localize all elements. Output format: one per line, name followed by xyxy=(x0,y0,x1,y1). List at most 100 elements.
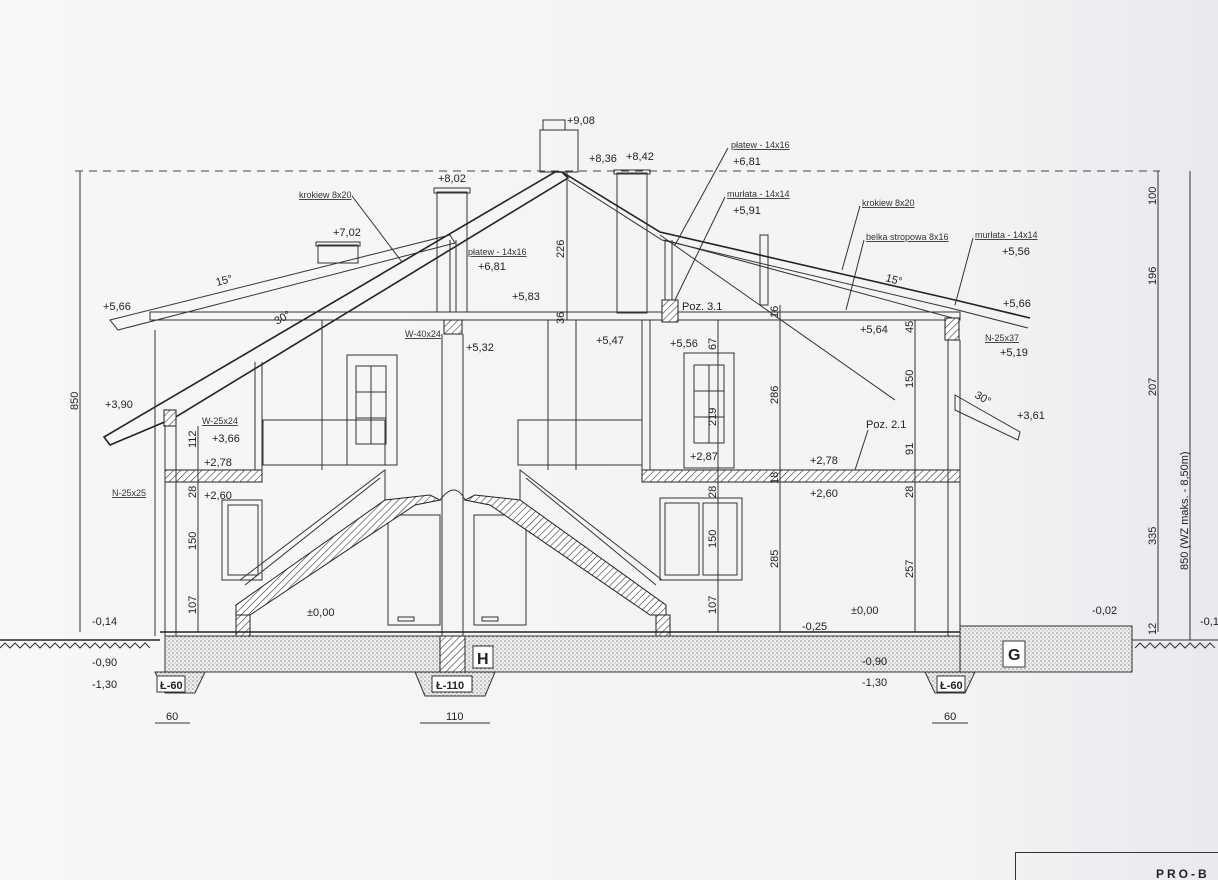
label-poz31: +5,56 xyxy=(670,338,698,350)
dimension-lines xyxy=(79,171,1191,724)
label-terrace: -0,02 xyxy=(1092,605,1117,617)
label-d107b: 107 xyxy=(707,596,719,614)
section-mark-h: H xyxy=(477,651,489,668)
label-ground-floor-right: ±0,00 xyxy=(851,605,878,617)
label-d16: 16 xyxy=(769,306,781,318)
label-eave-right-upper: +5,66 xyxy=(1003,298,1031,310)
label-wall-plate-right: murłata - 14x14 xyxy=(975,230,1038,240)
label-d91: 91 xyxy=(904,443,916,455)
label-chimney-top-main: +9,08 xyxy=(567,115,595,127)
label-found-left-bottom: -1,30 xyxy=(92,679,117,691)
member-callouts: krokiew 8x20 płatew - 14x16 płatew - 14x… xyxy=(112,140,1038,498)
label-chimney-left-tall: +8,02 xyxy=(438,173,466,185)
title-block: PRO-B xyxy=(1015,852,1218,880)
label-right-335: 335 xyxy=(1147,527,1159,545)
label-eave-left-lower: +3,90 xyxy=(105,399,133,411)
lintel-right-section xyxy=(944,317,960,341)
label-total-left: 850 xyxy=(69,392,81,410)
label-terrain-left: -0,14 xyxy=(92,616,117,628)
floor-slab-right xyxy=(641,469,961,483)
label-attic-floor: +5,83 xyxy=(512,291,540,303)
label-rafter-right: krokiew 8x20 xyxy=(862,198,915,208)
label-d150c: 150 xyxy=(904,370,916,388)
label-beam-w40: W-40x24 xyxy=(405,329,441,339)
label-right-12: 12 xyxy=(1147,623,1159,635)
label-chimney-left-low: +7,02 xyxy=(333,227,361,239)
label-floor1-center: +2,87 xyxy=(690,451,718,463)
wall-plate-center xyxy=(661,299,679,323)
footing-labels: Ł-60 Ł-110 Ł-60 xyxy=(156,675,966,693)
label-right-total: 850 (WZ maks. - 8,50m) xyxy=(1179,451,1191,570)
label-lintel-n25x25: N-25x25 xyxy=(112,488,146,498)
label-lintel-right: +5,19 xyxy=(1000,347,1028,359)
label-left-upper: 15° xyxy=(215,273,234,289)
label-d112: 112 xyxy=(187,430,199,448)
label-right-207: 207 xyxy=(1147,378,1159,396)
label-attic-level-center: +5,47 xyxy=(596,335,624,347)
label-ceiling-beam: belka stropowa 8x16 xyxy=(866,232,949,242)
label-d18: 18 xyxy=(769,472,781,484)
floor-slab-left xyxy=(164,469,263,483)
label-found-right-bottom: -1,30 xyxy=(862,677,887,689)
label-purlin-right: +6,81 xyxy=(733,156,761,168)
label-foot-center: 110 xyxy=(446,711,464,723)
label-d28b: 28 xyxy=(707,486,719,498)
footing-left-label: Ł-60 xyxy=(160,680,183,692)
label-d219: 219 xyxy=(707,408,719,426)
label-right-upper: 15° xyxy=(884,272,903,288)
label-found-right-top: -0,90 xyxy=(862,656,887,668)
label-d28c: 28 xyxy=(904,486,916,498)
chimneys xyxy=(315,119,769,314)
label-d36: 36 xyxy=(555,312,567,324)
railings xyxy=(239,419,663,586)
label-beam-right: +5,64 xyxy=(860,324,888,336)
label-foot-right: 60 xyxy=(944,711,956,723)
label-d150b: 150 xyxy=(707,530,719,548)
label-d107a: 107 xyxy=(187,596,199,614)
label-lintel-left: +3,66 xyxy=(212,433,240,445)
title-block-text: PRO-B xyxy=(1156,867,1210,880)
label-found-left-top: -0,90 xyxy=(92,657,117,669)
label-slab-right: -0,25 xyxy=(802,621,827,633)
label-floor1-left: +2,78 xyxy=(204,457,232,469)
label-d28a: 28 xyxy=(187,486,199,498)
label-d45: 45 xyxy=(904,321,916,333)
label-purlin-left: +6,81 xyxy=(478,261,506,273)
label-chimney-mid: +8,36 xyxy=(589,153,617,165)
label-lintel-n25x37: N-25x37 xyxy=(985,333,1019,343)
label-beam-w40: +5,32 xyxy=(466,342,494,354)
label-eave-left-upper: +5,66 xyxy=(103,301,131,313)
footing-center-label: Ł-110 xyxy=(436,680,464,692)
label-wall-plate-right: +5,56 xyxy=(1002,246,1030,258)
label-murlata-top: +5,91 xyxy=(733,205,761,217)
label-chimney-right: +8,42 xyxy=(626,151,654,163)
label-d286: 286 xyxy=(769,386,781,404)
dimension-values: 850 226 36 112 28 150 107 67 219 28 150 … xyxy=(69,187,1191,723)
label-foot-left: 60 xyxy=(166,711,178,723)
label-ground-floor-left: ±0,00 xyxy=(307,607,334,619)
label-eave-right-lower: +3,61 xyxy=(1017,410,1045,422)
label-terrain-right: -0,14 xyxy=(1200,616,1218,628)
attic-beam xyxy=(149,311,961,321)
label-rafter-left: krokiew 8x20 xyxy=(299,190,352,200)
label-purlin-left: płatew - 14x16 xyxy=(468,247,527,257)
elevation-marks: +9,08 +8,36 +8,42 +8,02 +7,02 +5,66 +3,9… xyxy=(92,115,1218,691)
label-purlin-right: płatew - 14x16 xyxy=(731,140,790,150)
label-d226: 226 xyxy=(555,240,567,258)
windows xyxy=(221,352,743,626)
label-poz21: Poz. 2.1 xyxy=(866,419,906,431)
label-floor1-right-bottom: +2,60 xyxy=(810,488,838,500)
roof xyxy=(102,171,1031,446)
label-floor1-right: +2,78 xyxy=(810,455,838,467)
label-right-lower: 30° xyxy=(973,389,993,408)
label-lintel-w25: W-25x24 xyxy=(202,416,238,426)
label-wall-plate-center: murłata - 14x14 xyxy=(727,189,790,199)
walls xyxy=(154,240,961,636)
lintel-left-section xyxy=(163,409,177,427)
label-floor1-left-bottom: +2,60 xyxy=(204,490,232,502)
section-mark-g: G xyxy=(1008,647,1020,664)
label-d285: 285 xyxy=(769,550,781,568)
label-d67: 67 xyxy=(707,338,719,350)
